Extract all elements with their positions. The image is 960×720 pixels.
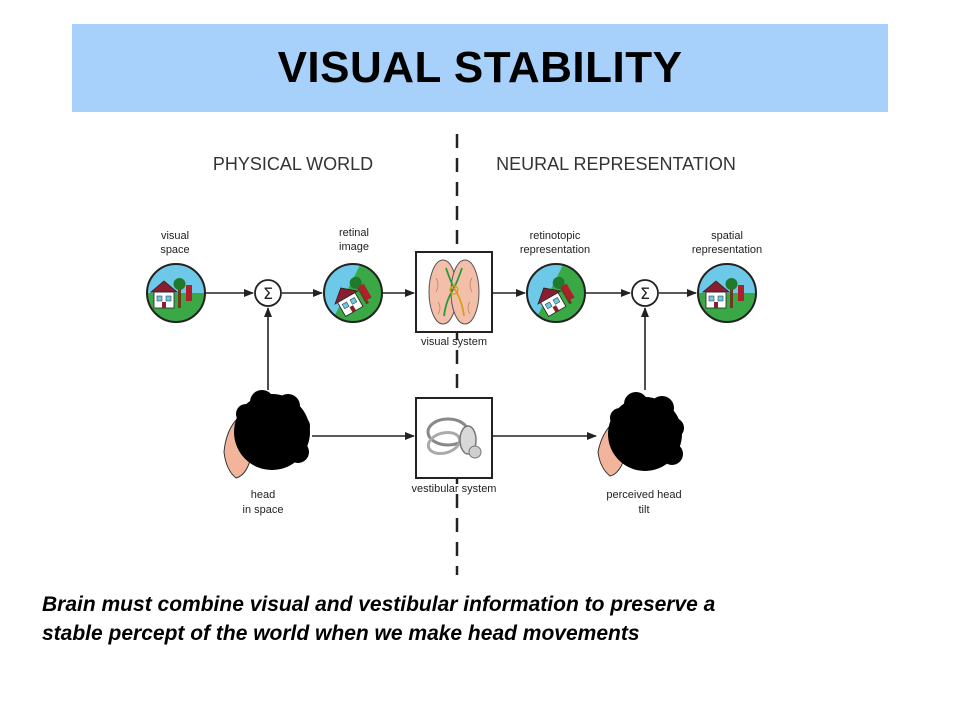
label-visual-space-line2: space <box>160 244 189 256</box>
label-head-line2: in space <box>243 504 284 516</box>
spatial-representation-scene-icon <box>697 263 757 323</box>
heading-neural-representation: NEURAL REPRESENTATION <box>496 154 736 174</box>
caption: Brain must combine visual and vestibular… <box>42 590 922 648</box>
label-retinal-image-line2: image <box>339 241 369 253</box>
page-title: VISUAL STABILITY <box>277 43 683 92</box>
caption-line2: stable percept of the world when we make… <box>42 622 640 645</box>
perceived-head-tilt-icon <box>597 392 684 477</box>
label-retinal-image-line1: retinal <box>339 227 369 239</box>
sum-node-left: Σ <box>254 279 282 307</box>
label-visual-space-line1: visual <box>161 230 189 242</box>
retinotopic-scene-icon <box>526 263 586 323</box>
sum-node-right: Σ <box>631 279 659 307</box>
sum-symbol-left: Σ <box>263 284 273 303</box>
label-head-line1: head <box>251 489 275 501</box>
vestibular-system-box <box>415 397 493 479</box>
label-retinotopic-line1: retinotopic <box>530 230 581 242</box>
sum-symbol-right: Σ <box>640 284 650 303</box>
label-perceived-line1: perceived head <box>606 489 681 501</box>
inner-ear-icon <box>426 417 482 459</box>
visual-system-box <box>415 251 493 333</box>
label-retinotopic-line2: representation <box>520 244 590 256</box>
visual-space-scene-icon <box>146 263 206 323</box>
label-spatial-line2: representation <box>692 244 762 256</box>
label-spatial-line1: spatial <box>711 230 743 242</box>
head-in-space-icon <box>223 390 310 479</box>
brain-icon <box>428 259 480 325</box>
caption-line1: Brain must combine visual and vestibular… <box>42 593 716 616</box>
label-visual-system: visual system <box>421 336 487 348</box>
label-vestibular-system: vestibular system <box>412 483 497 495</box>
label-perceived-line2: tilt <box>639 504 650 516</box>
heading-physical-world: PHYSICAL WORLD <box>213 154 373 174</box>
retinal-image-scene-icon <box>323 263 383 323</box>
title-banner: VISUAL STABILITY <box>72 24 888 112</box>
